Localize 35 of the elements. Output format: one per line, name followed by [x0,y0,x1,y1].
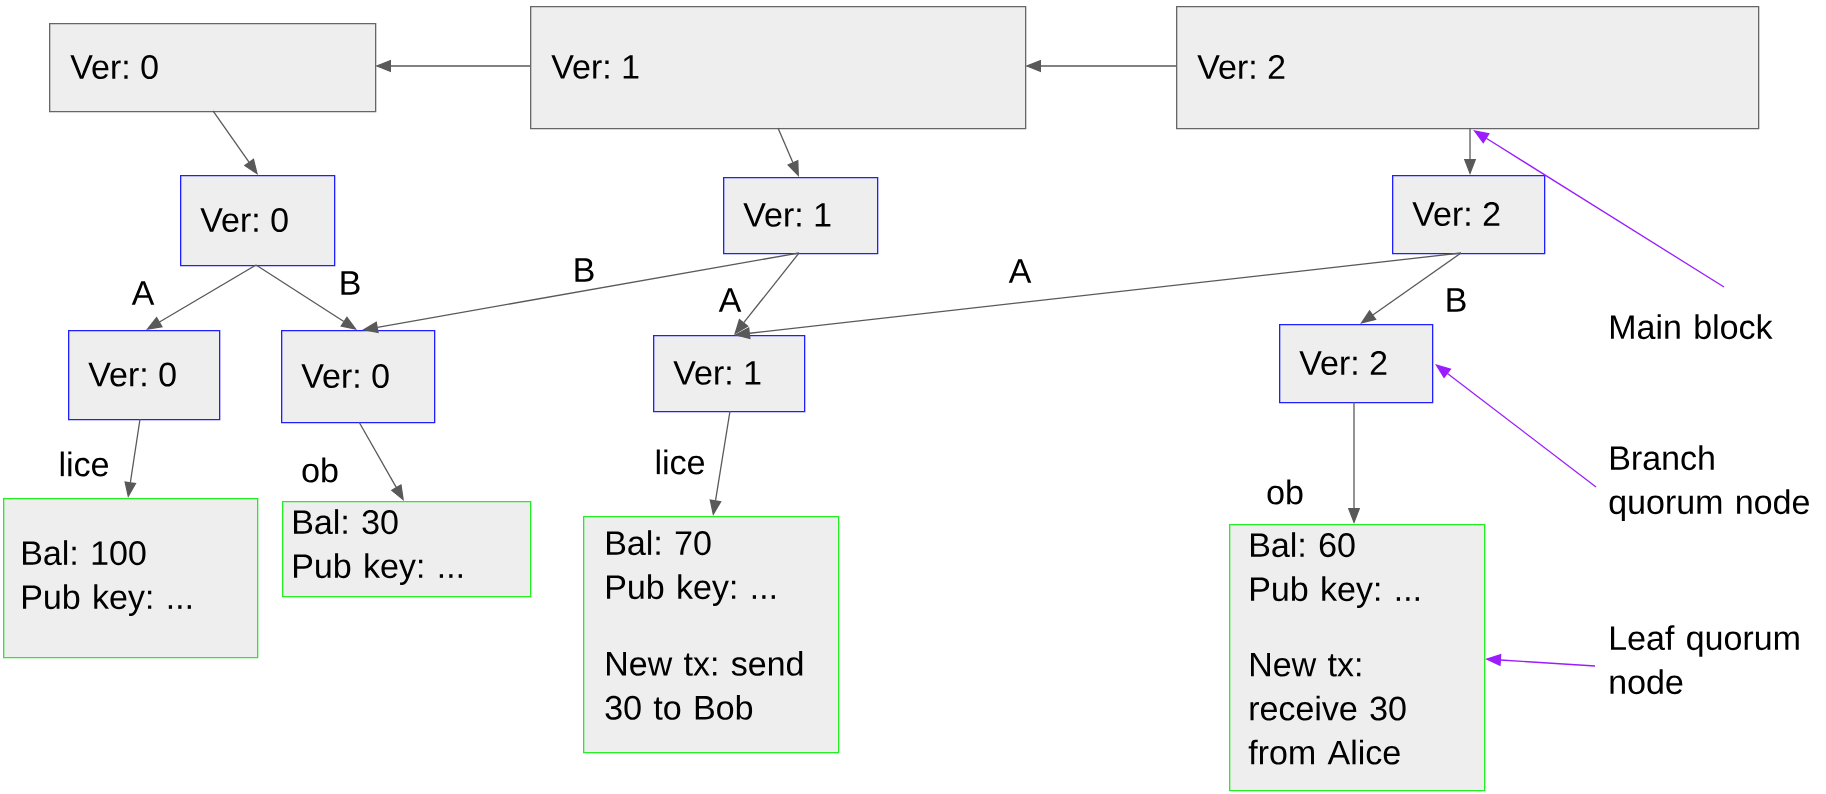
edge-label: B [1443,287,1469,313]
arrow [358,421,404,501]
branch-node-box: Ver: 0 [281,330,436,424]
annotation-text: Main block [1611,314,1773,340]
leader-line [1435,364,1597,488]
branch-node-box: Ver: 2 [1392,175,1546,255]
branch-node-box: Ver: 0 [180,175,336,267]
branch-node-box: Ver: 1 [723,177,879,255]
edge-label: lice [653,448,707,476]
edge-label: ob [300,456,340,484]
edge-label: A [1007,258,1033,284]
edge-label: A [717,287,743,313]
arrow [734,252,800,335]
leaf-node-box: Bal: 100 Pub key: ... [3,498,259,659]
arrow [1360,252,1462,324]
arrow [212,110,258,175]
main-block-box: Ver: 0 [49,23,377,113]
leaf-node-box: Bal: 70 Pub key: ... New tx: send 30 to Bob [583,516,840,754]
branch-node-box: Ver: 1 [653,335,806,413]
branch-node-box: Ver: 0 [68,330,221,421]
edge-label: A [130,280,156,306]
annotation-text: Branch quorum node [1609,445,1809,521]
edge-label: lice [57,450,111,478]
main-block-box: Ver: 1 [530,6,1027,130]
leader-line [1473,130,1725,288]
leaf-node-box: Bal: 60 Pub key: ... New tx: receive 30 from Alice [1229,524,1486,792]
edge-label: B [337,270,363,296]
arrow [146,264,257,330]
leaf-node-box: Bal: 30 Pub key: ... [282,501,532,598]
annotation-text: Leaf quorum node [1610,625,1799,695]
arrow [255,264,357,330]
edge-label: B [571,257,597,283]
main-block-box: Ver: 2 [1176,6,1760,130]
edge-label: ob [1265,478,1305,506]
branch-node-box: Ver: 2 [1279,324,1434,404]
